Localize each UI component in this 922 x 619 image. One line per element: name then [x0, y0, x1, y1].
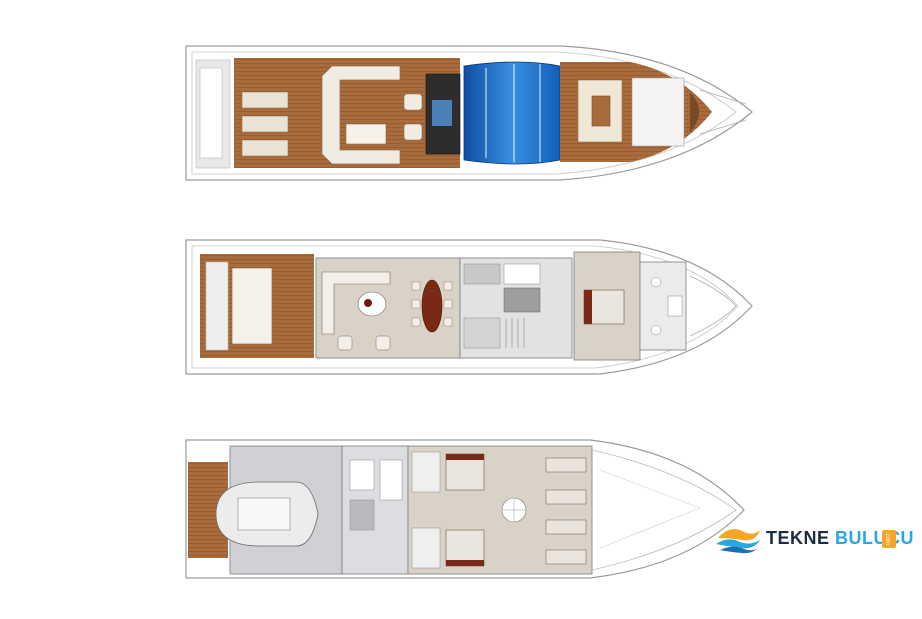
logo-badge: .com	[882, 530, 896, 548]
sun-pad	[241, 115, 289, 133]
sun-pad	[241, 139, 289, 157]
main-deck	[185, 239, 753, 375]
sun-pad	[241, 91, 289, 109]
flybridge-sofa	[321, 65, 401, 165]
lower-deck	[185, 439, 745, 579]
aft-cockpit-sofa	[231, 267, 273, 345]
saloon-sofa	[321, 271, 391, 335]
flybridge-deck	[185, 45, 753, 181]
flybridge-table	[345, 123, 387, 145]
wave-icon	[716, 529, 760, 554]
coffee-table	[357, 291, 387, 317]
fwd-sun-pad	[631, 77, 685, 147]
logo-word-tekne: TEKNE	[766, 528, 830, 548]
flybridge-windscreen	[463, 61, 561, 165]
logo-word-bulucu: BULUCU	[835, 528, 915, 548]
dining-table	[421, 279, 443, 333]
tekne-bulucu-logo: TEKNE BULUCU .com	[714, 524, 914, 554]
